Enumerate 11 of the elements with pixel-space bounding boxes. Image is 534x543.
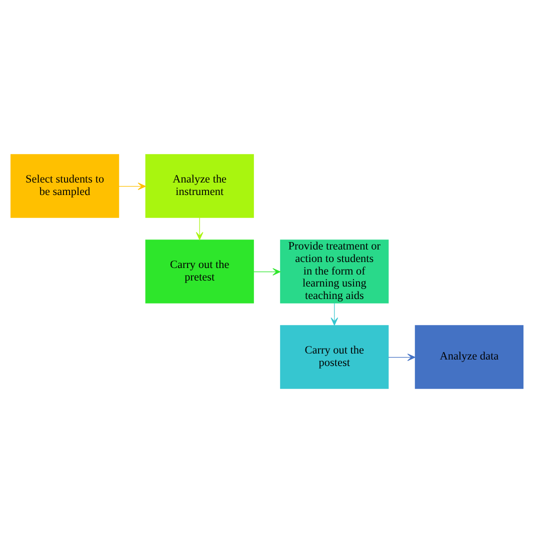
arrow <box>118 182 146 190</box>
arrow <box>253 268 281 276</box>
node-box: Analyze data <box>414 325 524 389</box>
node-box: Provide treatment or action to students in the form of learning using teaching aids <box>280 240 389 304</box>
node-box: Analyze the instrument <box>145 154 254 218</box>
arrow <box>388 354 416 361</box>
node-box: Carry out the postest <box>280 325 389 389</box>
node-box: Select students to be sampled <box>10 154 120 218</box>
arrow <box>196 217 204 240</box>
arrow <box>330 302 338 326</box>
node-box: Carry out the pretest <box>145 240 254 304</box>
